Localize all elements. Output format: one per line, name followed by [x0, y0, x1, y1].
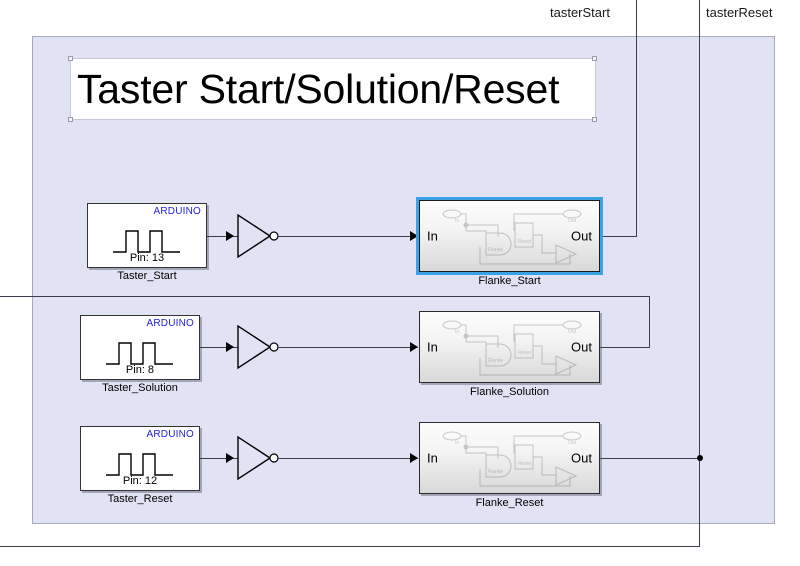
svg-text:In: In [455, 329, 459, 335]
svg-text:Flanke: Flanke [488, 469, 503, 475]
svg-text:Reset: Reset [518, 350, 532, 356]
block-caption-flanke-solution: Flanke_Solution [470, 386, 549, 398]
svg-text:In: In [455, 440, 459, 446]
arrow-subsys1-input [410, 231, 418, 241]
wire-src2-to-gate2 [200, 347, 238, 348]
arrow-subsys2-input [410, 342, 418, 352]
wire-src1-to-gate1 [207, 236, 238, 237]
arrow-gate2-input [226, 342, 234, 352]
wire-reset-output-horizontal [600, 458, 700, 459]
block-caption-taster-reset: Taster_Reset [107, 493, 173, 505]
block-caption-flanke-reset: Flanke_Reset [475, 497, 544, 509]
wire-gate1-to-subsys1 [278, 236, 418, 237]
subsystem-block-flanke-solution[interactable]: In Out In Out Flanke Reset [419, 311, 600, 383]
svg-text:Reset: Reset [518, 239, 532, 245]
arduino-digital-input-block-1[interactable]: ARDUINO Pin: 13 [87, 203, 207, 268]
square-wave-icon [113, 230, 180, 253]
arduino-digital-input-block-2[interactable]: ARDUINO Pin: 8 [80, 315, 200, 380]
wire-taster-start-vertical [636, 0, 637, 237]
annotation-handle-bottom-right[interactable] [592, 117, 597, 122]
square-wave-icon [106, 453, 173, 476]
wire-junction-dot [697, 455, 703, 461]
block-caption-taster-solution: Taster_Solution [102, 382, 178, 394]
wire-taster-reset-vertical [699, 0, 700, 546]
square-wave-icon [106, 342, 173, 365]
subsystem-preview-icon: In Out Flanke Reset [442, 209, 582, 265]
block-caption-flanke-start: Flanke_Start [478, 275, 541, 287]
vendor-label: ARDUINO [146, 318, 194, 329]
wire-solution-output-horizontal [0, 296, 650, 297]
pin-label: Pin: 13 [129, 252, 165, 264]
wire-solution-output-stub [600, 347, 650, 348]
annotation-handle-top-left[interactable] [68, 56, 73, 61]
pin-label: Pin: 8 [125, 364, 155, 376]
vendor-label: ARDUINO [153, 206, 201, 217]
subsystem-block-flanke-reset[interactable]: In Out In Out Flanke Reset [419, 422, 600, 494]
svg-text:Out: Out [568, 329, 577, 335]
arrow-subsys3-input [410, 453, 418, 463]
wire-solution-output-vertical [649, 296, 650, 348]
not-gate-icon-3[interactable] [236, 434, 282, 482]
subsystem-block-flanke-start[interactable]: In Out In Out Flanke Reset [416, 197, 603, 275]
svg-text:In: In [455, 218, 459, 224]
svg-text:Flanke: Flanke [488, 358, 503, 364]
port-label-in: In [427, 228, 438, 244]
port-label-out: Out [571, 339, 592, 355]
wire-src3-to-gate3 [200, 458, 238, 459]
annotation-handle-bottom-left[interactable] [68, 117, 73, 122]
svg-text:Reset: Reset [518, 461, 532, 467]
pin-label: Pin: 12 [122, 475, 158, 487]
svg-text:Out: Out [568, 440, 577, 446]
port-label-out: Out [571, 450, 592, 466]
port-label-in: In [427, 339, 438, 355]
subsystem-preview-icon: In Out Flanke Reset [442, 320, 582, 376]
wire-gate3-to-subsys3 [278, 458, 418, 459]
vendor-label: ARDUINO [146, 429, 194, 440]
arduino-digital-input-block-3[interactable]: ARDUINO Pin: 12 [80, 426, 200, 491]
svg-text:Flanke: Flanke [488, 247, 503, 253]
signal-label-taster-start: tasterStart [550, 5, 610, 20]
svg-text:Out: Out [568, 218, 577, 224]
not-gate-icon-1[interactable] [236, 212, 282, 260]
block-caption-taster-start: Taster_Start [117, 270, 177, 282]
wire-start-output-horizontal [600, 236, 637, 237]
arrow-gate1-input [226, 231, 234, 241]
not-gate-icon-2[interactable] [236, 323, 282, 371]
signal-label-taster-reset: tasterReset [706, 5, 773, 20]
arrow-gate3-input [226, 453, 234, 463]
annotation-handle-top-right[interactable] [592, 56, 597, 61]
wire-taster-reset-bottom [0, 546, 700, 547]
subsystem-preview-icon: In Out Flanke Reset [442, 431, 582, 487]
port-label-out: Out [571, 228, 592, 244]
annotation-title[interactable]: Taster Start/Solution/Reset [70, 58, 596, 120]
wire-gate2-to-subsys2 [278, 347, 418, 348]
port-label-in: In [427, 450, 438, 466]
